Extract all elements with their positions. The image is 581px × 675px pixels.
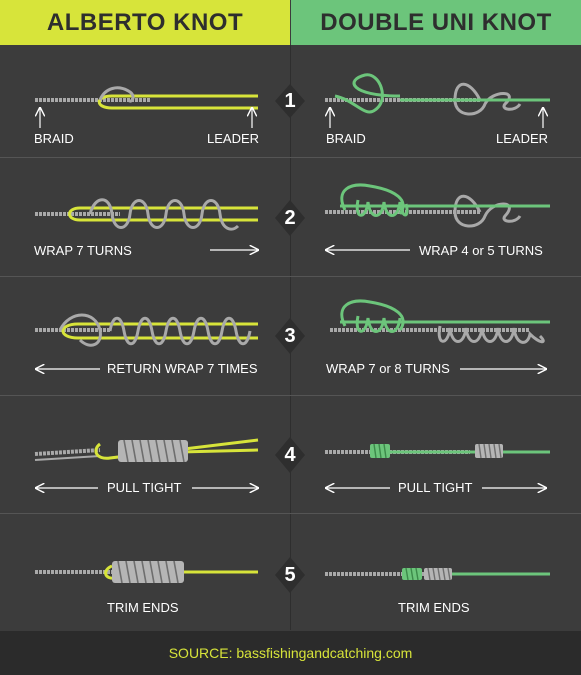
row-divider bbox=[0, 157, 581, 158]
step-badge-4 bbox=[275, 437, 305, 473]
step-badge-5 bbox=[275, 557, 305, 593]
double-uni-step2-label: WRAP 4 or 5 TURNS bbox=[419, 243, 543, 258]
double-uni-step4-label: PULL TIGHT bbox=[398, 480, 473, 495]
alberto-knot-header: ALBERTO KNOT bbox=[0, 0, 290, 45]
double-uni-braid-label: BRAID bbox=[326, 131, 366, 146]
alberto-step3-knot bbox=[35, 313, 258, 347]
step-badge-2 bbox=[275, 200, 305, 236]
alberto-step3-label: RETURN WRAP 7 TIMES bbox=[107, 361, 258, 376]
double-uni-step4-knot bbox=[325, 443, 550, 459]
step-number-5: 5 bbox=[284, 564, 296, 586]
source-footer: SOURCE: bassfishingandcatching.com bbox=[0, 631, 581, 675]
alberto-step4-label: PULL TIGHT bbox=[107, 480, 182, 495]
double-uni-step3-label: WRAP 7 or 8 TURNS bbox=[326, 361, 450, 376]
alberto-step1-knot bbox=[35, 86, 258, 110]
alberto-step4-knot bbox=[34, 438, 259, 463]
double-uni-step5-label: TRIM ENDS bbox=[398, 600, 470, 615]
step-badge-3 bbox=[275, 318, 305, 354]
double-uni-step5-knot bbox=[325, 567, 550, 581]
alberto-step2-label: WRAP 7 TURNS bbox=[34, 243, 132, 258]
step-number-4: 4 bbox=[284, 444, 296, 466]
row-divider bbox=[0, 276, 581, 277]
alberto-step5-label: TRIM ENDS bbox=[107, 600, 179, 615]
source-text: SOURCE: bassfishingandcatching.com bbox=[168, 645, 413, 661]
row-divider bbox=[0, 513, 581, 514]
double-uni-leader-label: LEADER bbox=[496, 131, 549, 146]
double-uni-step3-knot bbox=[330, 299, 550, 344]
row-divider bbox=[0, 395, 581, 396]
double-uni-knot-header: DOUBLE UNI KNOT bbox=[291, 0, 581, 45]
alberto-step2-knot bbox=[35, 198, 258, 231]
alberto-braid-label: BRAID bbox=[34, 131, 74, 146]
step-badge-1 bbox=[275, 84, 305, 118]
alberto-step5-knot bbox=[35, 560, 258, 584]
step-number-1: 1 bbox=[284, 90, 296, 112]
step-number-2: 2 bbox=[284, 207, 296, 229]
double-uni-step1-knot bbox=[325, 73, 550, 116]
step-number-3: 3 bbox=[284, 325, 296, 347]
double-uni-step2-knot bbox=[325, 183, 550, 228]
alberto-leader-label: LEADER bbox=[207, 131, 260, 146]
